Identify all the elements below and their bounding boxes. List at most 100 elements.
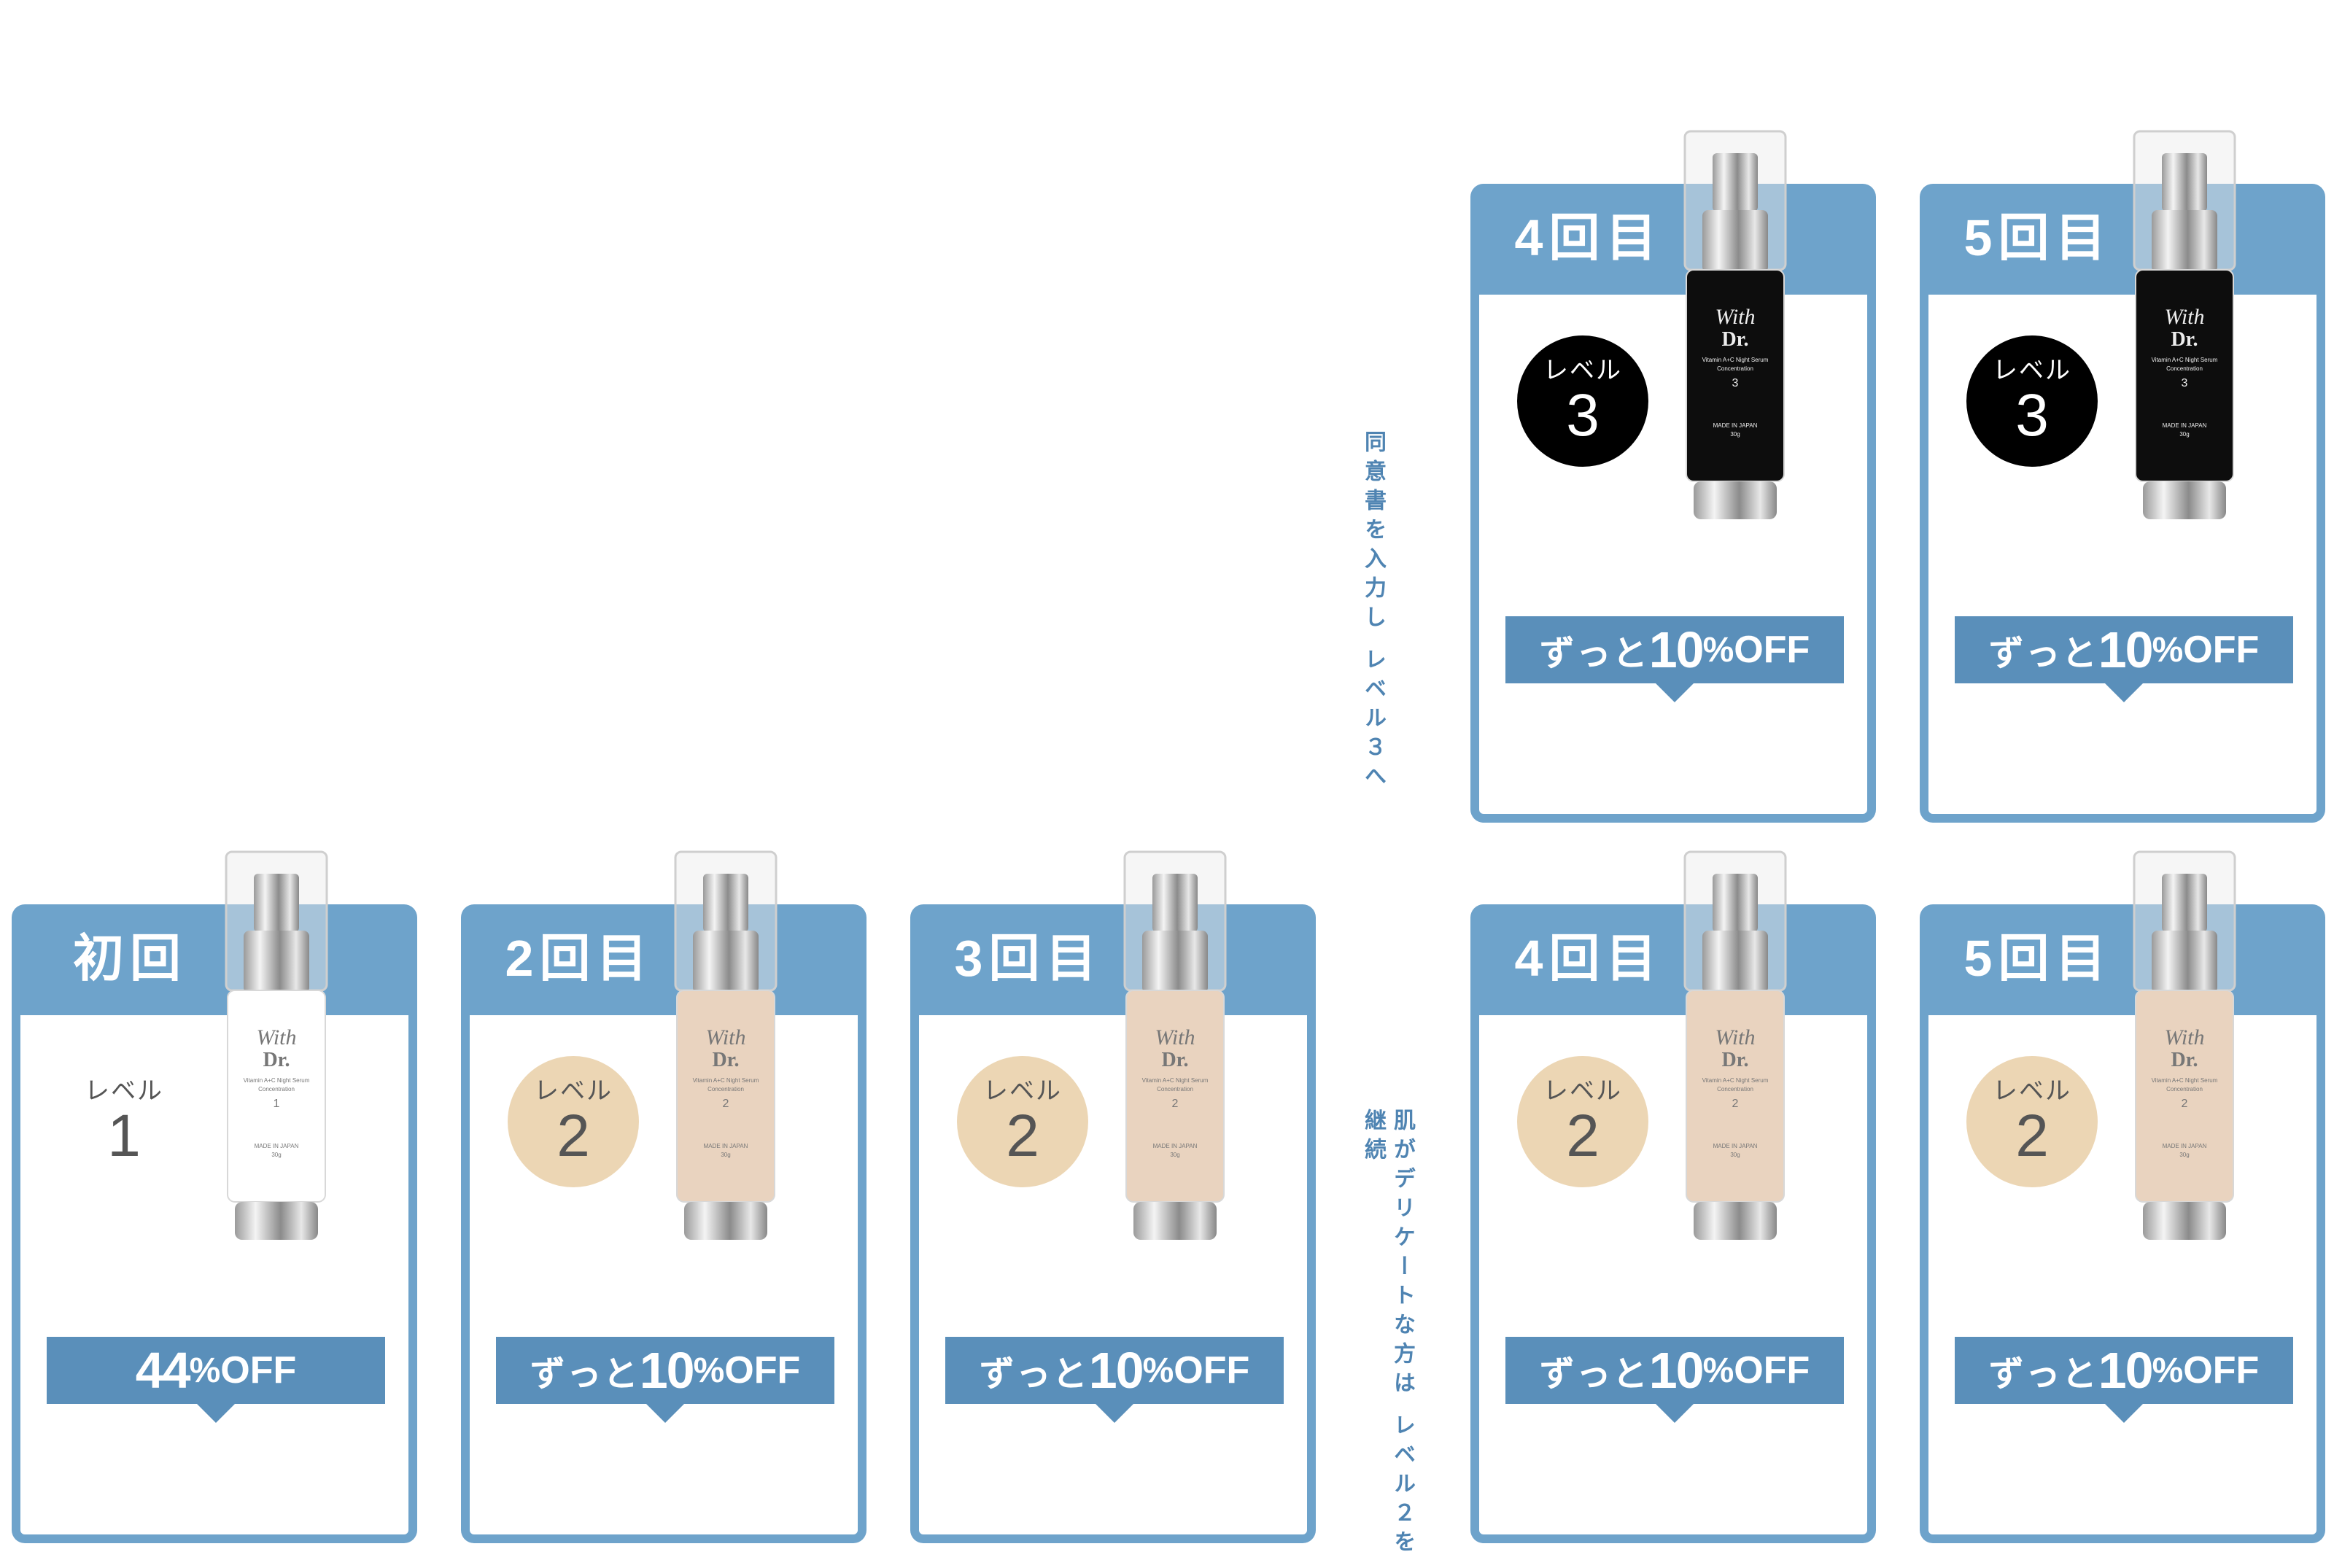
discount-percent: %	[1702, 630, 1734, 669]
svg-text:MADE IN JAPAN: MADE IN JAPAN	[255, 1143, 299, 1149]
serum-bottle-icon: With Dr. Vitamin A+C Night Serum Concent…	[2133, 850, 2236, 1240]
level-label: レベル	[1543, 1077, 1622, 1105]
svg-text:2: 2	[1732, 1098, 1739, 1110]
discount-off: OFF	[220, 1349, 297, 1392]
svg-text:Dr.: Dr.	[2171, 1049, 2198, 1071]
discount-percent: %	[2152, 1351, 2184, 1390]
discount-banner: ずっと 10 % OFF	[1505, 616, 1844, 702]
serum-bottle-icon: With Dr. Vitamin A+C Night Serum Concent…	[1683, 850, 1787, 1240]
level-number: 2	[1006, 1103, 1039, 1169]
discount-percent: %	[2152, 630, 2184, 669]
serum-bottle-icon: With Dr. Vitamin A+C Night Serum Concent…	[1123, 850, 1227, 1240]
level-number: 1	[107, 1103, 141, 1169]
lower-note-line1: 肌がデリケートな方は	[1390, 1109, 1414, 1400]
discount-prefix: ずっと	[1988, 1355, 2098, 1394]
svg-text:MADE IN JAPAN: MADE IN JAPAN	[2163, 1143, 2207, 1149]
card-title: 3回目	[954, 930, 1103, 987]
svg-text:With: With	[256, 1025, 296, 1049]
svg-text:With: With	[2164, 1025, 2204, 1049]
svg-text:Vitamin A+C Night Serum: Vitamin A+C Night Serum	[2152, 357, 2218, 363]
discount-off: OFF	[1174, 1349, 1250, 1392]
card-title: 5回目	[1963, 930, 2112, 987]
level-badge: レベル 2	[1517, 1056, 1648, 1187]
discount-number: 10	[2098, 621, 2154, 678]
plan-card-7: 5回目 レベル 2 With Dr. Vitamin A+C Night Ser…	[1920, 850, 2325, 1543]
svg-text:30g: 30g	[1730, 431, 1740, 438]
level-badge: レベル 2	[508, 1056, 639, 1187]
card-title: 初回	[73, 930, 187, 987]
svg-text:Vitamin A+C Night Serum: Vitamin A+C Night Serum	[693, 1077, 759, 1084]
discount-prefix: ずっと	[1539, 1355, 1649, 1394]
level-label: レベル	[534, 1077, 613, 1105]
svg-text:2: 2	[723, 1098, 729, 1110]
level-badge: レベル 3	[1517, 335, 1648, 467]
discount-number: 10	[2098, 1342, 2154, 1399]
svg-text:With: With	[1155, 1025, 1195, 1049]
svg-text:MADE IN JAPAN: MADE IN JAPAN	[1153, 1143, 1198, 1149]
level-number: 3	[2015, 382, 2049, 449]
svg-text:Concentration: Concentration	[258, 1086, 295, 1092]
svg-text:Vitamin A+C Night Serum: Vitamin A+C Night Serum	[2152, 1077, 2218, 1084]
discount-prefix: ずっと	[1988, 634, 2098, 673]
plan-card-6: 4回目 レベル 2 With Dr. Vitamin A+C Night Ser…	[1470, 850, 1876, 1543]
card-title: 5回目	[1963, 209, 2112, 266]
discount-off: OFF	[2183, 1349, 2260, 1392]
discount-percent: %	[189, 1351, 221, 1390]
card-title: 4回目	[1514, 209, 1663, 266]
svg-text:Dr.: Dr.	[2171, 328, 2198, 351]
svg-text:MADE IN JAPAN: MADE IN JAPAN	[1713, 422, 1758, 429]
discount-prefix: ずっと	[979, 1355, 1089, 1394]
discount-percent: %	[1702, 1351, 1734, 1390]
discount-banner: 44 % OFF	[47, 1337, 385, 1423]
discount-prefix: ずっと	[1539, 634, 1649, 673]
svg-text:Dr.: Dr.	[1721, 328, 1748, 351]
serum-bottle-icon: With Dr. Vitamin A+C Night Serum Concent…	[674, 850, 778, 1240]
svg-text:30g: 30g	[1170, 1152, 1179, 1158]
discount-banner: ずっと 10 % OFF	[1955, 1337, 2293, 1423]
upper-note-line1: 同意書を入力し	[1361, 430, 1385, 634]
svg-text:30g: 30g	[1730, 1152, 1740, 1158]
discount-number: 10	[1088, 1342, 1144, 1399]
svg-text:Concentration: Concentration	[1157, 1086, 1193, 1092]
level-number: 3	[1566, 382, 1600, 449]
svg-text:30g: 30g	[721, 1152, 730, 1158]
svg-text:Concentration: Concentration	[1717, 1086, 1753, 1092]
svg-text:Concentration: Concentration	[2166, 365, 2203, 372]
svg-text:3: 3	[2182, 377, 2188, 389]
svg-text:30g: 30g	[2179, 1152, 2189, 1158]
plan-card-4: 4回目 レベル 3 With Dr. Vitamin A+C Night Ser…	[1470, 130, 1876, 823]
svg-text:Vitamin A+C Night Serum: Vitamin A+C Night Serum	[1702, 1077, 1769, 1084]
svg-text:With: With	[1715, 1025, 1755, 1049]
svg-text:MADE IN JAPAN: MADE IN JAPAN	[1713, 1143, 1758, 1149]
discount-banner: ずっと 10 % OFF	[1505, 1337, 1844, 1423]
level-label: レベル	[983, 1077, 1062, 1105]
lower-note-line2: レベル２を継続	[1361, 1109, 1414, 1560]
svg-text:Dr.: Dr.	[712, 1049, 739, 1071]
svg-text:Concentration: Concentration	[707, 1086, 744, 1092]
svg-text:MADE IN JAPAN: MADE IN JAPAN	[2163, 422, 2207, 429]
discount-banner: ずっと 10 % OFF	[496, 1337, 834, 1423]
svg-text:Concentration: Concentration	[2166, 1086, 2203, 1092]
level-badge: レベル 1	[58, 1056, 190, 1187]
svg-text:30g: 30g	[2179, 431, 2189, 438]
discount-percent: %	[693, 1351, 725, 1390]
svg-text:Concentration: Concentration	[1717, 365, 1753, 372]
discount-number: 10	[1648, 1342, 1705, 1399]
svg-text:1: 1	[274, 1098, 280, 1110]
svg-text:With: With	[2164, 305, 2204, 329]
serum-bottle-icon: With Dr. Vitamin A+C Night Serum Concent…	[1683, 130, 1787, 519]
svg-text:Vitamin A+C Night Serum: Vitamin A+C Night Serum	[244, 1077, 310, 1084]
discount-off: OFF	[2183, 629, 2260, 671]
discount-banner: ずっと 10 % OFF	[1955, 616, 2293, 702]
svg-text:30g: 30g	[271, 1152, 281, 1158]
level-number: 2	[1566, 1103, 1600, 1169]
discount-off: OFF	[1734, 629, 1810, 671]
level-label: レベル	[1543, 357, 1622, 384]
discount-off: OFF	[1734, 1349, 1810, 1392]
upper-note: 同意書を入力し レベル３へ	[1358, 430, 1387, 793]
level-badge: レベル 2	[957, 1056, 1088, 1187]
serum-bottle-icon: With Dr. Vitamin A+C Night Serum Concent…	[2133, 130, 2236, 519]
svg-text:2: 2	[2182, 1098, 2188, 1110]
discount-number: 10	[639, 1342, 695, 1399]
level-label: レベル	[1993, 1077, 2071, 1105]
